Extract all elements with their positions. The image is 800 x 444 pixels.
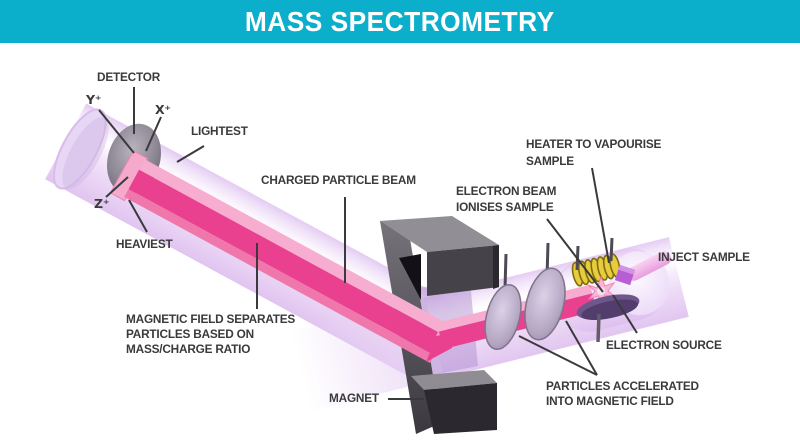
label-detector: DETECTOR [97, 70, 161, 84]
accelerator-plates [484, 267, 566, 351]
label-heater: HEATER TO VAPOURISE SAMPLE [526, 136, 661, 170]
label-magnet: MAGNET [329, 391, 379, 405]
label-heater-line1: HEATER TO VAPOURISE [526, 137, 662, 151]
label-lightest: LIGHTEST [191, 124, 248, 138]
inject-sample-tube [626, 251, 672, 281]
heater-coil-icon [571, 253, 621, 287]
label-magnetic-field: MAGNETIC FIELD SEPARATES PARTICLES BASED… [126, 312, 295, 357]
label-electron-beam-line2: IONISES SAMPLE [456, 200, 554, 214]
label-particles-accelerated: PARTICLES ACCELERATED INTO MAGNETIC FIEL… [546, 379, 699, 409]
label-electron-beam: ELECTRON BEAM IONISES SAMPLE [456, 183, 556, 215]
leader-lines [98, 87, 638, 400]
label-particles-line1: PARTICLES ACCELERATED [546, 379, 699, 393]
ion-beam [109, 150, 451, 364]
label-electron-source: ELECTRON SOURCE [606, 338, 722, 352]
label-charged-particle-beam: CHARGED PARTICLE BEAM [261, 173, 416, 187]
label-electron-beam-line1: ELECTRON BEAM [456, 184, 557, 198]
label-y-ion: Y⁺ [86, 92, 102, 107]
label-magnetic-field-line1: MAGNETIC FIELD SEPARATES [126, 312, 296, 326]
label-particles-line2: INTO MAGNETIC FIELD [546, 394, 674, 408]
label-z-ion: Z⁺ [94, 196, 110, 211]
label-magnetic-field-line3: MASS/CHARGE RATIO [126, 342, 251, 356]
label-magnetic-field-line2: PARTICLES BASED ON [126, 327, 254, 341]
label-inject-sample: INJECT SAMPLE [658, 250, 750, 264]
label-heater-line2: SAMPLE [526, 154, 574, 168]
page-title: MASS SPECTROMETRY [245, 5, 555, 37]
label-x-ion: X⁺ [155, 102, 171, 117]
label-heaviest: HEAVIEST [116, 237, 173, 251]
header-bar: MASS SPECTROMETRY [0, 0, 800, 43]
sample-cube [614, 264, 636, 286]
